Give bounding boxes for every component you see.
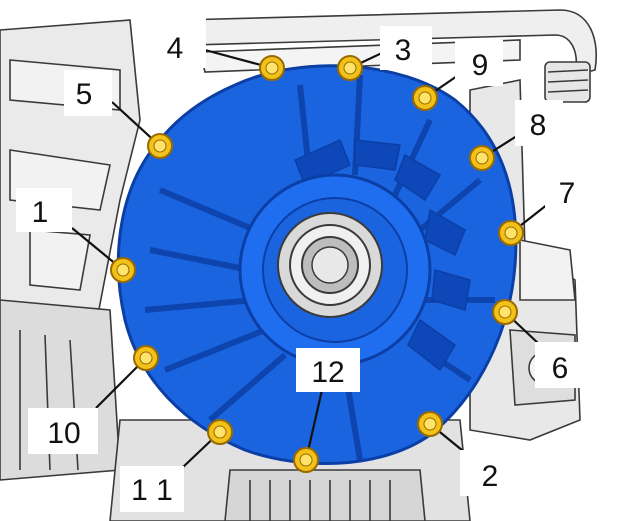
callout-7: 7 (510, 168, 593, 234)
callout-label-7: 7 (559, 177, 576, 210)
callout-layer: 1 2 3 4 5 (16, 18, 593, 512)
bolt-1 (110, 257, 136, 283)
bolt-9 (412, 85, 438, 111)
callout-label-2: 2 (482, 460, 499, 493)
callout-10: 10 (28, 357, 147, 454)
callout-5: 5 (64, 70, 161, 147)
callout-label-5: 5 (76, 78, 93, 111)
bolt-layer (110, 55, 524, 473)
callout-label-8: 8 (530, 109, 547, 142)
callout-3: 3 (349, 26, 432, 70)
callout-label-10: 10 (47, 417, 80, 450)
blue-cover-plate (116, 64, 518, 465)
bolt-7 (498, 220, 524, 246)
callout-label-3: 3 (395, 34, 412, 67)
bolt-6 (492, 299, 518, 325)
bolt-5 (147, 133, 173, 159)
bolt-3 (337, 55, 363, 81)
bolt-4 (259, 55, 285, 81)
callout-label-1: 1 (32, 196, 49, 229)
bolt-12 (293, 447, 319, 473)
callout-label-9: 9 (472, 49, 489, 82)
callout-label-11: 1 1 (131, 474, 173, 507)
bolt-2 (417, 411, 443, 437)
callout-label-12: 12 (311, 356, 344, 389)
callout-11: 1 1 (120, 431, 221, 512)
callout-1: 1 (16, 188, 124, 271)
bolt-10 (133, 345, 159, 371)
bolt-8 (469, 145, 495, 171)
callout-9: 9 (424, 40, 503, 99)
callout-label-4: 4 (167, 32, 184, 65)
callout-4: 4 (150, 18, 273, 70)
callout-label-6: 6 (552, 352, 569, 385)
bolt-11 (207, 419, 233, 445)
callout-2: 2 (429, 423, 520, 496)
callout-12: 12 (296, 348, 360, 461)
